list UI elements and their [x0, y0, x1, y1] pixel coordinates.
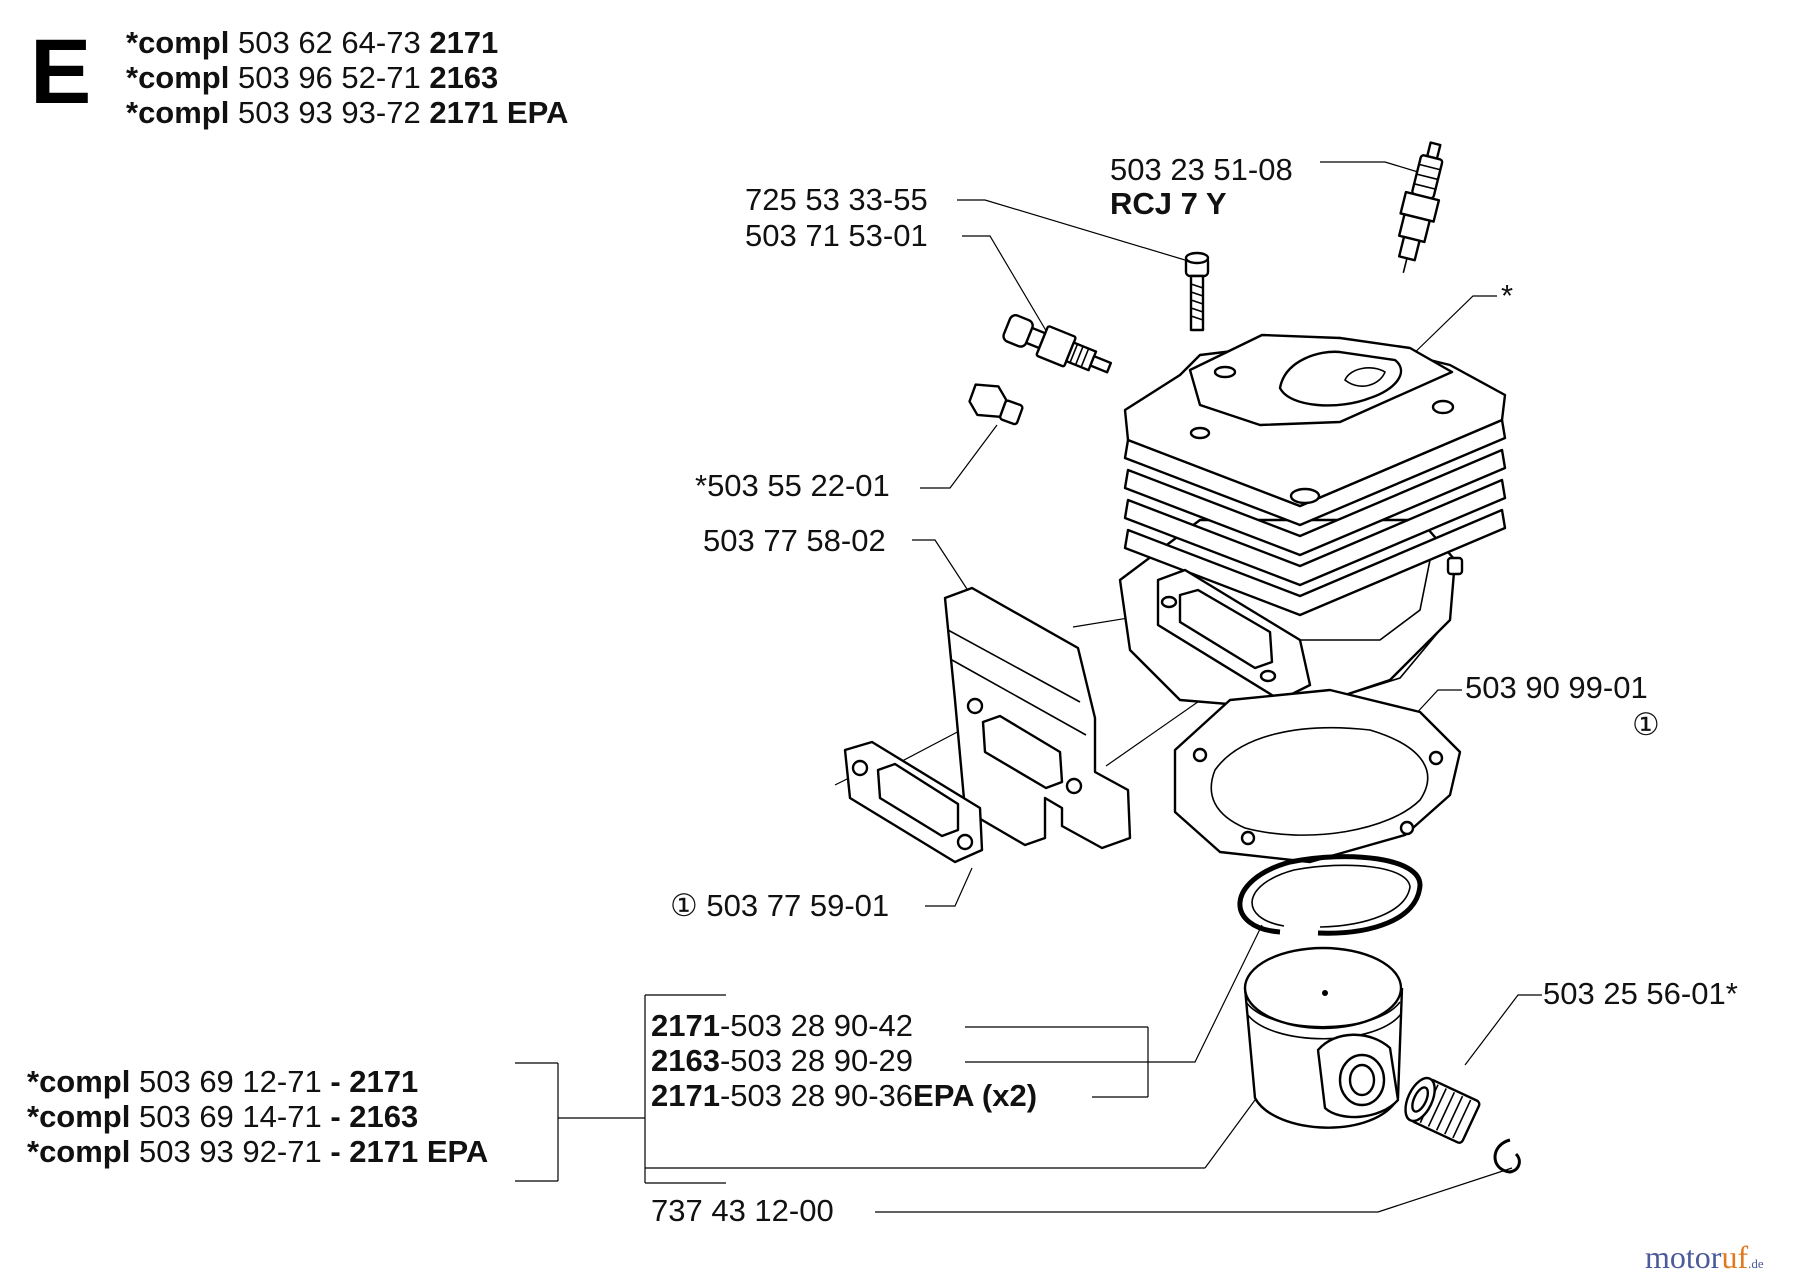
plug-label: *503 55 22-01	[695, 468, 890, 503]
leader-lines	[515, 161, 1542, 1213]
piston-ring-icon	[1237, 854, 1423, 936]
needle-bearing-label: 503 25 56-01*	[1543, 976, 1738, 1011]
header-row: *compl 503 93 93-72 2171 EPA	[126, 95, 568, 130]
base-gasket-note: ①	[1632, 707, 1660, 742]
cylinder-icon	[1118, 333, 1507, 712]
decompression-valve-label: 503 71 53-01	[745, 218, 928, 253]
ring-label: 2163-503 28 90-29	[651, 1043, 913, 1078]
header-row: *compl 503 62 64-73 2171	[126, 25, 498, 60]
piston-row: *compl 503 69 14-71 - 2163	[27, 1099, 418, 1134]
screw-icon	[1184, 251, 1210, 332]
cylinder-label: *	[1501, 278, 1513, 313]
piston-icon	[1243, 946, 1404, 1129]
ring-label: 2171-503 28 90-42	[651, 1008, 913, 1043]
spark-plug-type-label: RCJ 7 Y	[1110, 186, 1227, 221]
plug-icon	[968, 383, 1024, 426]
exhaust-gasket-label: ① 503 77 59-01	[670, 888, 889, 923]
header-row: *compl 503 96 52-71 2163	[126, 60, 498, 95]
base-gasket-label: 503 90 99-01	[1465, 670, 1648, 705]
section-letter: E	[30, 21, 91, 123]
needle-bearing-icon	[1404, 1076, 1481, 1144]
heat-shield-icon	[943, 586, 1132, 850]
piston-row: *compl 503 93 92-71 - 2171 EPA	[27, 1134, 488, 1169]
spark-plug-icon	[1397, 141, 1444, 274]
screw-label: 725 53 33-55	[745, 182, 928, 217]
circlip-icon	[1493, 1138, 1521, 1174]
watermark-logo: motoruf.de	[1645, 1239, 1764, 1275]
spark-plug-number-label: 503 23 51-08	[1110, 152, 1293, 187]
ring-label: 2171-503 28 90-36EPA (x2)	[651, 1078, 1037, 1113]
piston-row: *compl 503 69 12-71 - 2171	[27, 1064, 418, 1099]
circlip-label: 737 43 12-00	[651, 1193, 834, 1228]
decompression-valve-icon	[1002, 314, 1113, 374]
heat-shield-label: 503 77 58-02	[703, 523, 886, 558]
exhaust-gasket-icon	[843, 740, 984, 864]
base-gasket-icon	[1173, 688, 1462, 864]
